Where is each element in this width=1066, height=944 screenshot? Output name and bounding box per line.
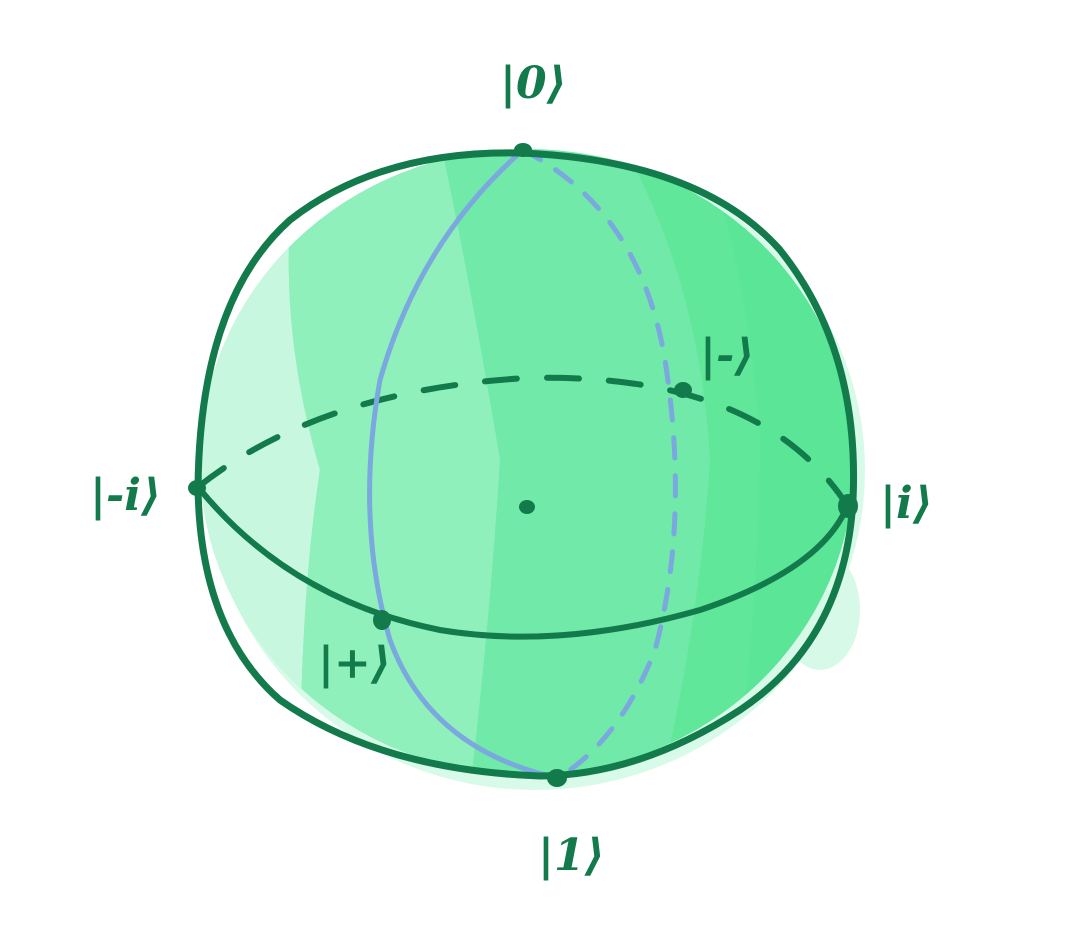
state-labels: |0⟩ |1⟩ |-i⟩ |i⟩ |+⟩ |-⟩ (90, 58, 933, 881)
label-minus-i: |-i⟩ (90, 470, 161, 521)
sphere-outline (194, 149, 858, 780)
point-one (547, 769, 567, 787)
label-zero: |0⟩ (500, 58, 567, 109)
meridian-front (367, 147, 561, 781)
point-i (838, 494, 858, 518)
point-zero (514, 143, 532, 157)
sphere-body (200, 149, 854, 775)
point-minus-i (188, 480, 206, 496)
point-minus (674, 382, 692, 398)
state-points (188, 143, 858, 787)
point-plus (373, 610, 391, 630)
label-i: |i⟩ (880, 478, 933, 529)
equator-front (195, 484, 850, 640)
label-plus: |+⟩ (318, 638, 391, 689)
label-minus: |-⟩ (700, 330, 754, 381)
point-origin (519, 500, 535, 514)
meridian-back-dashed (520, 147, 678, 781)
label-one: |1⟩ (538, 830, 605, 881)
